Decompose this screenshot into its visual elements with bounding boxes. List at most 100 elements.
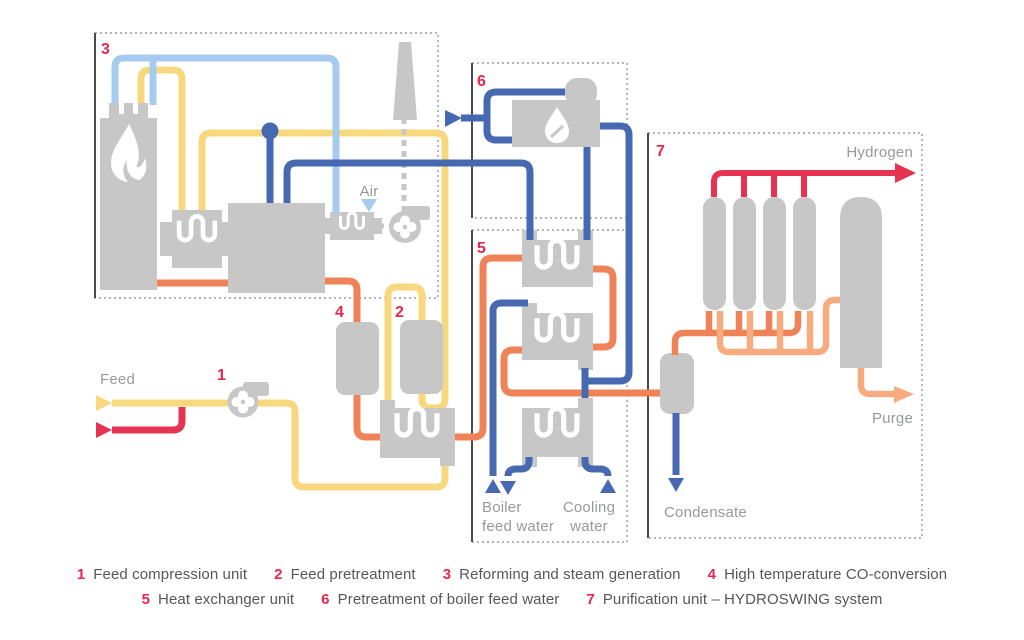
legend-item-5: 5 Heat exchanger unit [142,591,295,608]
legend-label: High temperature CO-conversion [724,566,948,583]
fluegas-hx-tab [160,222,172,256]
legend-number: 7 [586,591,595,608]
water-treatment-dome [565,78,597,106]
legend-item-6: 6 Pretreatment of boiler feed water [321,591,559,608]
legend-number: 3 [442,566,452,583]
hx3-tab [578,398,593,409]
flame-icon [111,124,147,182]
purge-outlet-arrow [894,386,914,403]
stack [393,42,417,120]
pipe-reformer-to-vessel4 [325,277,361,322]
boiler-feed-water-label-line2: feed water [482,518,554,535]
legend-label: Pretreatment of boiler feed water [337,591,560,608]
equipment [100,42,882,467]
hx1-body [522,240,593,287]
cooling-water-label-line2: water [569,518,608,535]
air-hx-body [330,212,374,240]
boiler-feed-water-up-arrow [485,479,501,493]
preheater-body [380,408,455,458]
flue-gas-pipes [111,54,340,212]
pipe-hx2-to-knockout [500,346,660,397]
hx2-tab [522,303,537,314]
pipe-treatment-loop [483,88,565,144]
legend-label: Purification unit – HYDROSWING system [602,591,883,608]
pipe-psa-to-purgetank [716,296,840,356]
pipe-hx3-drain [504,457,533,477]
water-drop-highlight [549,124,565,139]
legend-label: Feed compression unit [93,566,248,583]
pipe-cooling-water [581,457,612,477]
feed-label: Feed [100,371,135,388]
boiler-feed-water-down-arrow [500,481,516,495]
steam-mix-node [261,122,279,140]
cooling-water-label-line1: Cooling [563,499,615,516]
hx2-tab [578,359,593,370]
feed-gas-pipes [112,66,449,491]
bfw-treatment-inlet-arrow [445,110,462,127]
furnace-crown-notch [133,103,138,114]
furnace-crown-notch [119,103,124,114]
stream-labels: Feed Air Hydrogen Purge Condensate Boile… [100,144,913,535]
hx2-body [522,313,593,360]
legend-label: Heat exchanger unit [158,591,295,608]
legend-number: 1 [76,566,86,583]
pipe-vessel2-to-reformer-header [198,129,449,412]
hydrogen-label: Hydrogen [846,144,913,161]
knockout-drum [660,353,694,414]
co-conversion-vessel [336,322,379,395]
legend-number: 5 [141,591,151,608]
psa-feed-manifold [671,311,802,355]
legend-label: Reforming and steam generation [459,566,681,583]
pipe-hydrogen-recycle [112,407,186,434]
feed-inlet-arrow [96,395,112,411]
legend-item-1: 1 Feed compression unit [77,566,247,583]
air-inlet-arrow [361,199,377,212]
legend-row-1: 1 Feed compression unit 2 Feed pretreatm… [0,566,1024,583]
psa-column [793,197,816,310]
psa-column [763,197,786,310]
psa-column [733,197,756,310]
water-drop-icon [545,107,569,143]
unit4-number: 4 [335,304,344,321]
air-label: Air [360,183,379,200]
unit1-number: 1 [217,367,226,384]
hydrogen-recycle-inlet-arrow [96,422,112,438]
unit5-box [471,229,628,543]
unit-number-badges: 1 2 3 4 5 6 7 [101,41,665,384]
unit5-number: 5 [477,240,486,257]
process-gas-pipes [157,254,660,441]
preheater-tab [440,457,455,466]
purge-label: Purge [872,410,913,427]
pipe-feed-main [112,399,449,491]
pretreatment-vessel [400,320,443,394]
psa-purge-manifold [716,296,894,398]
unit7-number: 7 [656,143,665,160]
pipe-bfw-riser [489,299,528,476]
pipe-hx1-to-hx2 [593,265,617,351]
legend-number: 4 [707,566,717,583]
unit2-number: 2 [395,304,404,321]
legend-item-7: 7 Purification unit – HYDROSWING system [586,591,882,608]
unit3-number: 3 [101,41,110,58]
cooling-water-up-arrow [600,479,616,493]
legend-item-4: 4 High temperature CO-conversion [708,566,948,583]
air-hx-tab [374,218,382,234]
preheater-tab [380,400,395,409]
pipe-steam-to-reformer [283,159,534,240]
unit-box-left-edges [94,33,649,542]
air-hx-tab [322,218,330,234]
pipe-hydrogen-header [711,170,896,197]
pipe-furnace-fluegas-header [111,54,340,212]
hydrogen-outlet-arrow [895,163,916,183]
legend-number: 2 [274,566,283,583]
pipe-fuel-to-furnace [137,66,186,210]
pipe-vessel4-to-hx1 [353,254,522,441]
unit6-number: 6 [477,73,486,90]
pipe-treatment-to-hx2 [585,122,633,385]
water-steam-pipes [266,88,680,477]
boiler-feed-water-label-line1: Boiler [482,499,522,516]
furnace-crown [109,103,148,119]
legend-item-2: 2 Feed pretreatment [274,566,416,583]
legend-row-2: 5 Heat exchanger unit 6 Pretreatment of … [0,591,1024,608]
